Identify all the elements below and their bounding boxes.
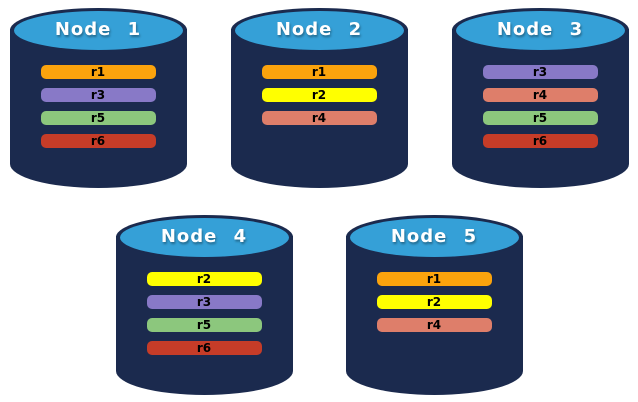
cylinder-top-ellipse (119, 218, 289, 257)
replica-bar-r4: r4 (482, 88, 598, 102)
replica-bar-r3: r3 (146, 295, 262, 309)
replica-bar-r1: r1 (261, 65, 377, 79)
replica-label: r5 (532, 111, 548, 125)
cylinder-body (9, 29, 187, 188)
replica-bar-r6: r6 (482, 134, 598, 148)
replica-label: r2 (196, 272, 212, 286)
database-node-1: Node 1 r1 r3 r5 r6 (9, 8, 187, 188)
replica-label: r2 (311, 88, 327, 102)
node-title: Node 5 (390, 226, 478, 247)
replica-label: r3 (90, 88, 106, 102)
node-title: Node 1 (54, 19, 142, 40)
replica-list: r3 r4 r5 r6 (482, 65, 598, 157)
replica-label: r5 (90, 111, 106, 125)
replica-bar-r2: r2 (376, 295, 492, 309)
replica-list: r2 r3 r5 r6 (146, 272, 262, 364)
replica-bar-r2: r2 (146, 272, 262, 286)
replica-label: r1 (311, 65, 327, 79)
replica-list: r1 r2 r4 (376, 272, 492, 341)
cylinder-body (451, 29, 629, 188)
replica-label: r4 (311, 111, 327, 125)
cylinder-body (345, 236, 523, 395)
cylinder-top-ellipse (455, 11, 625, 50)
database-node-5: Node 5 r1 r2 r4 (345, 215, 523, 395)
replica-label: r1 (90, 65, 106, 79)
replica-label: r5 (196, 318, 212, 332)
replica-label: r2 (426, 295, 442, 309)
cylinder-body (230, 29, 408, 188)
replica-bar-r5: r5 (146, 318, 262, 332)
node-title: Node 2 (275, 19, 363, 40)
replica-label: r6 (532, 134, 548, 148)
node-title: Node 3 (496, 19, 584, 40)
replica-label: r4 (532, 88, 548, 102)
database-node-2: Node 2 r1 r2 r4 (230, 8, 408, 188)
node-title: Node 4 (160, 226, 248, 247)
replica-bar-r5: r5 (40, 111, 156, 125)
replica-bar-r5: r5 (482, 111, 598, 125)
replica-bar-r6: r6 (40, 134, 156, 148)
replica-bar-r1: r1 (40, 65, 156, 79)
node-row-bottom: Node 4 r2 r3 r5 r6 Node 5 r1 r2 r4 (0, 188, 638, 395)
replica-label: r6 (90, 134, 106, 148)
replica-bar-r4: r4 (261, 111, 377, 125)
cylinder-top-ellipse (349, 218, 519, 257)
replica-label: r1 (426, 272, 442, 286)
replica-bar-r1: r1 (376, 272, 492, 286)
replica-bar-r6: r6 (146, 341, 262, 355)
replica-label: r4 (426, 318, 442, 332)
replica-list: r1 r2 r4 (261, 65, 377, 134)
database-node-3: Node 3 r3 r4 r5 r6 (451, 8, 629, 188)
database-node-4: Node 4 r2 r3 r5 r6 (115, 215, 293, 395)
cylinder-top-ellipse (234, 11, 404, 50)
replica-label: r3 (196, 295, 212, 309)
replica-label: r6 (196, 341, 212, 355)
replica-bar-r3: r3 (40, 88, 156, 102)
replica-bar-r3: r3 (482, 65, 598, 79)
replica-list: r1 r3 r5 r6 (40, 65, 156, 157)
replica-bar-r4: r4 (376, 318, 492, 332)
replica-bar-r2: r2 (261, 88, 377, 102)
replica-label: r3 (532, 65, 548, 79)
cylinder-body (115, 236, 293, 395)
cylinder-top-ellipse (13, 11, 183, 50)
